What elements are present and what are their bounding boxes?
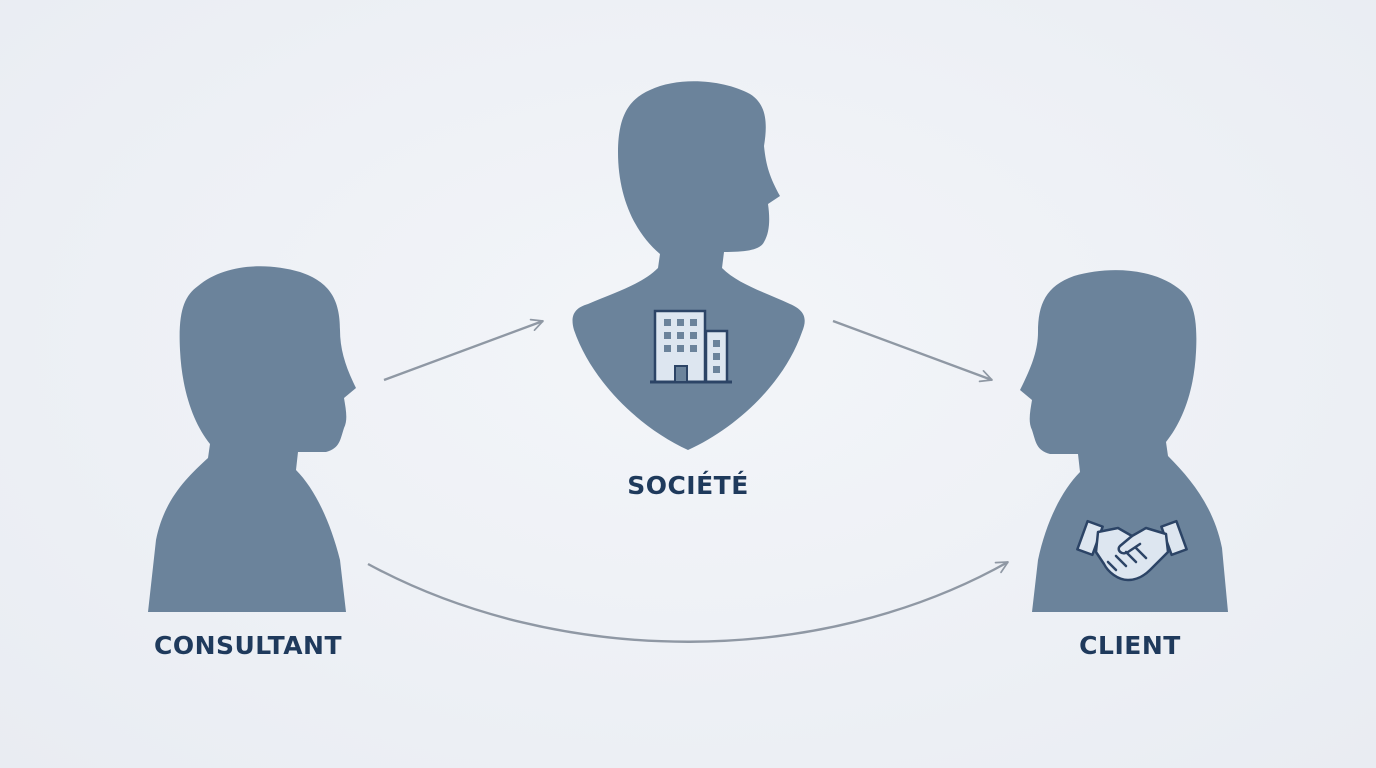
arrow-societe-to-client bbox=[832, 319, 993, 383]
consultant-label: CONSULTANT bbox=[153, 631, 343, 660]
building-icon bbox=[650, 309, 732, 384]
consultant-silhouette bbox=[148, 266, 356, 612]
handshake-icon bbox=[1076, 519, 1188, 582]
societe-label: SOCIÉTÉ bbox=[627, 471, 749, 500]
arrow-consultant-to-societe bbox=[383, 318, 544, 382]
arrow-consultant-to-client bbox=[367, 560, 1009, 643]
client-label: CLIENT bbox=[1079, 631, 1181, 660]
societe-silhouette bbox=[572, 81, 805, 450]
